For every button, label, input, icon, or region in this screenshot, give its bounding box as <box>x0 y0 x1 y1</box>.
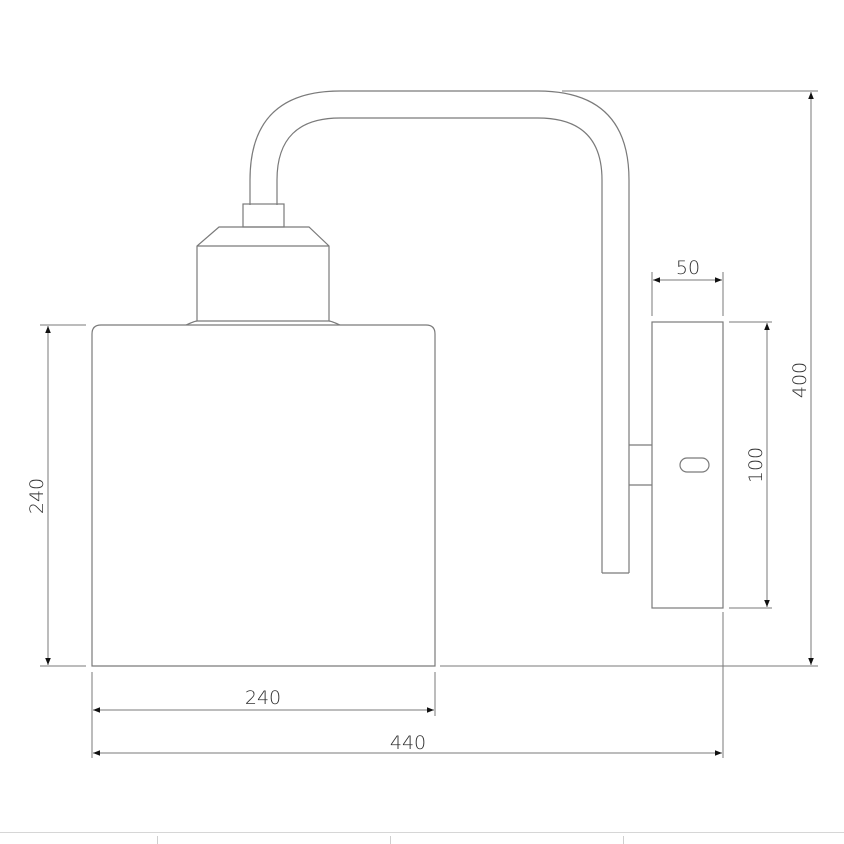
shade-width-label: 240 <box>245 687 281 709</box>
backplate-height-label: 100 <box>745 447 767 483</box>
wall-backplate <box>651 321 724 609</box>
arm-connector <box>629 444 652 486</box>
lamp-holder <box>185 226 341 326</box>
footer-tick <box>157 836 158 844</box>
lamp-arm <box>249 90 630 574</box>
footer-divider <box>0 832 844 833</box>
total-height-label: 400 <box>789 362 811 398</box>
shade-height-label: 240 <box>26 478 48 514</box>
extension-lines <box>40 90 818 758</box>
total-width-label: 440 <box>390 732 426 754</box>
socket-collar <box>242 203 285 228</box>
footer-tick <box>390 836 391 844</box>
dimension-lines <box>45 92 814 756</box>
backplate-width-label: 50 <box>676 257 700 279</box>
lamp-shade <box>91 324 436 667</box>
footer-tick <box>623 836 624 844</box>
